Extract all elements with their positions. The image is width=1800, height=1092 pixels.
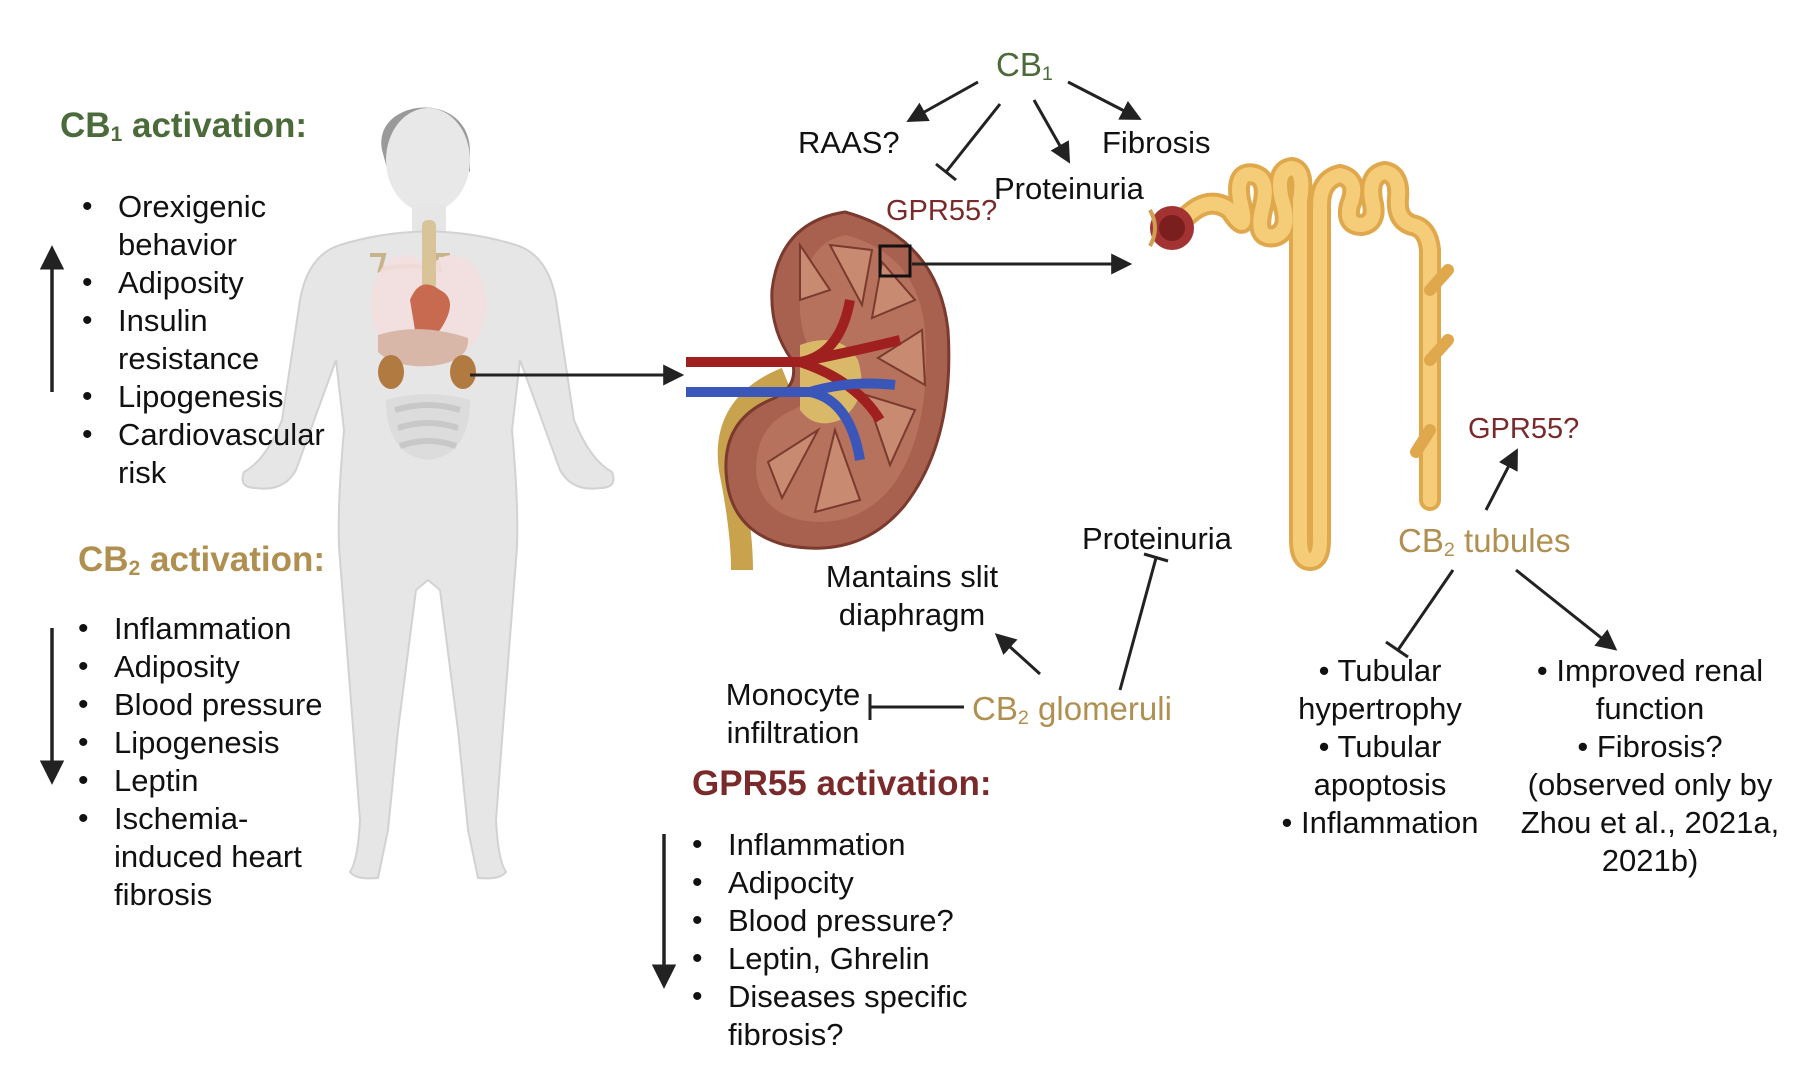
cb1-to-fibrosis-arrow bbox=[1067, 80, 1142, 120]
gpr55-top-label: GPR55? bbox=[886, 195, 998, 227]
list-item: Blood pressure bbox=[78, 686, 328, 724]
kidney-icon bbox=[686, 210, 951, 571]
list-item: Adipocity bbox=[692, 864, 992, 902]
tubules-to-improved-arrow bbox=[1515, 568, 1618, 651]
cb1-activation-heading: CB1 activation: bbox=[60, 106, 308, 146]
list-item: Ischemia-induced heart fibrosis bbox=[78, 800, 328, 914]
list-item: Cardiovascular risk bbox=[82, 416, 342, 492]
list-item: Adiposity bbox=[82, 264, 342, 302]
cb1-inhibits-gpr55 bbox=[935, 103, 1002, 182]
nephron-icon bbox=[1148, 157, 1454, 571]
list-item: Lipogenesis bbox=[78, 724, 328, 762]
list-item: • Improved renal function bbox=[1536, 653, 1764, 726]
list-item: • Inflammation bbox=[1281, 805, 1479, 840]
raas-label: RAAS? bbox=[798, 125, 900, 160]
tubules-inhibited-list: • Tubular hypertrophy • Tubular apoptosi… bbox=[1250, 652, 1510, 842]
cb2-tubules-label: CB2 tubules bbox=[1398, 522, 1571, 561]
cb1-label: CB1 bbox=[996, 46, 1053, 85]
cb1-to-raas-arrow bbox=[906, 80, 979, 123]
cb2-effects-list: Inflammation Adiposity Blood pressure Li… bbox=[78, 610, 328, 914]
proteinuria-glomeruli-label: Proteinuria bbox=[1082, 521, 1232, 556]
gpr55-tubules-label: GPR55? bbox=[1468, 413, 1580, 445]
list-item: Leptin bbox=[78, 762, 328, 800]
tubules-to-gpr55-arrow bbox=[1484, 448, 1518, 511]
cb2-activation-heading: CB2 activation: bbox=[78, 540, 326, 580]
list-item: Blood pressure? bbox=[692, 902, 992, 940]
cb1-to-proteinuria-arrow bbox=[1032, 99, 1071, 164]
list-item: Diseases specific fibrosis? bbox=[692, 978, 992, 1054]
list-item: Lipogenesis bbox=[82, 378, 342, 416]
list-item: Inflammation bbox=[692, 826, 992, 864]
glomeruli-inhibits-monocyte bbox=[868, 694, 964, 720]
list-item: • Tubular hypertrophy bbox=[1298, 653, 1462, 726]
list-item: Orexigenic behavior bbox=[82, 188, 342, 264]
tubules-improved-list: • Improved renal function • Fibrosis? (o… bbox=[1520, 652, 1780, 880]
gpr55-activation-heading: GPR55 activation: bbox=[692, 764, 992, 803]
list-item: • Tubular apoptosis bbox=[1313, 729, 1447, 802]
human-body-icon bbox=[241, 107, 615, 880]
fibrosis-label: Fibrosis bbox=[1102, 125, 1211, 160]
list-item: Leptin, Ghrelin bbox=[692, 940, 992, 978]
list-item: • Fibrosis? (observed only by Zhou et al… bbox=[1520, 729, 1780, 878]
proteinuria-top-label: Proteinuria bbox=[994, 171, 1144, 206]
list-item: Inflammation bbox=[78, 610, 328, 648]
list-item: Insulin resistance bbox=[82, 302, 342, 378]
glomeruli-inhibits-proteinuria bbox=[1118, 552, 1169, 691]
glomeruli-to-slit-arrow bbox=[994, 633, 1042, 676]
cb2-glomeruli-label: CB2 glomeruli bbox=[972, 690, 1172, 729]
list-item: Adiposity bbox=[78, 648, 328, 686]
gpr55-effects-list: Inflammation Adipocity Blood pressure? L… bbox=[692, 826, 992, 1054]
tubules-inhibits-hypertrophy bbox=[1385, 569, 1455, 659]
slit-diaphragm-label: Mantains slit diaphragm bbox=[825, 559, 999, 632]
monocyte-infiltration-label: Monocyte infiltration bbox=[725, 677, 861, 750]
cb1-effects-list: Orexigenic behavior Adiposity Insulin re… bbox=[82, 188, 342, 492]
